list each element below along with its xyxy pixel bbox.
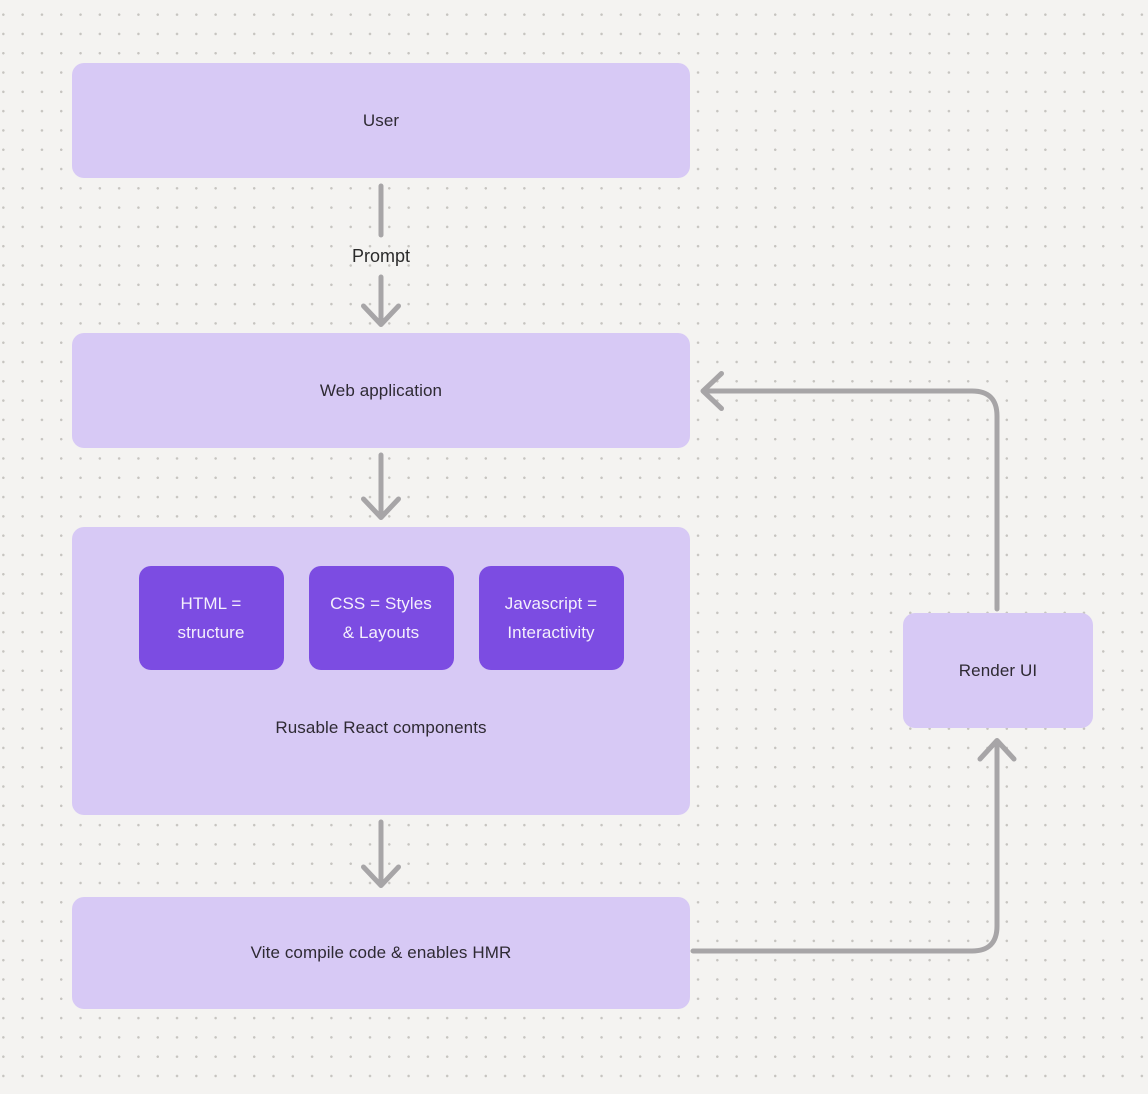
component-card-css-line1: CSS = Styles xyxy=(330,594,432,613)
edge-webapp-to-components-arrow xyxy=(361,452,401,520)
component-card-row: HTML = structure CSS = Styles & Layouts … xyxy=(138,566,624,670)
edge-vite-to-render-arrow xyxy=(690,738,1017,954)
edge-render-to-webapp-arrow xyxy=(700,371,1000,612)
node-web-application[interactable]: Web application xyxy=(72,333,690,448)
node-components-group[interactable]: HTML = structure CSS = Styles & Layouts … xyxy=(72,527,690,815)
edge-user-to-webapp-arrow xyxy=(361,274,401,327)
node-user[interactable]: User xyxy=(72,63,690,178)
edge-components-to-vite-arrow xyxy=(361,819,401,888)
edge-label-prompt: Prompt xyxy=(351,246,411,266)
component-card-javascript[interactable]: Javascript = Interactivity xyxy=(478,566,624,670)
node-user-label: User xyxy=(362,110,400,130)
node-render-ui[interactable]: Render UI xyxy=(903,613,1093,728)
component-card-css-line2: & Layouts xyxy=(342,623,420,642)
component-card-html-line2: structure xyxy=(177,623,245,642)
node-components-caption: Rusable React components xyxy=(275,718,487,737)
component-card-javascript-line1: Javascript = xyxy=(504,594,598,613)
component-card-javascript-line2: Interactivity xyxy=(507,623,595,642)
node-render-ui-label: Render UI xyxy=(958,660,1038,680)
node-vite[interactable]: Vite compile code & enables HMR xyxy=(72,897,690,1009)
node-web-application-label: Web application xyxy=(319,380,443,400)
component-card-html-line1: HTML = xyxy=(180,594,242,613)
node-vite-label: Vite compile code & enables HMR xyxy=(250,943,512,962)
component-card-css[interactable]: CSS = Styles & Layouts xyxy=(308,566,454,670)
component-card-html[interactable]: HTML = structure xyxy=(138,566,284,670)
